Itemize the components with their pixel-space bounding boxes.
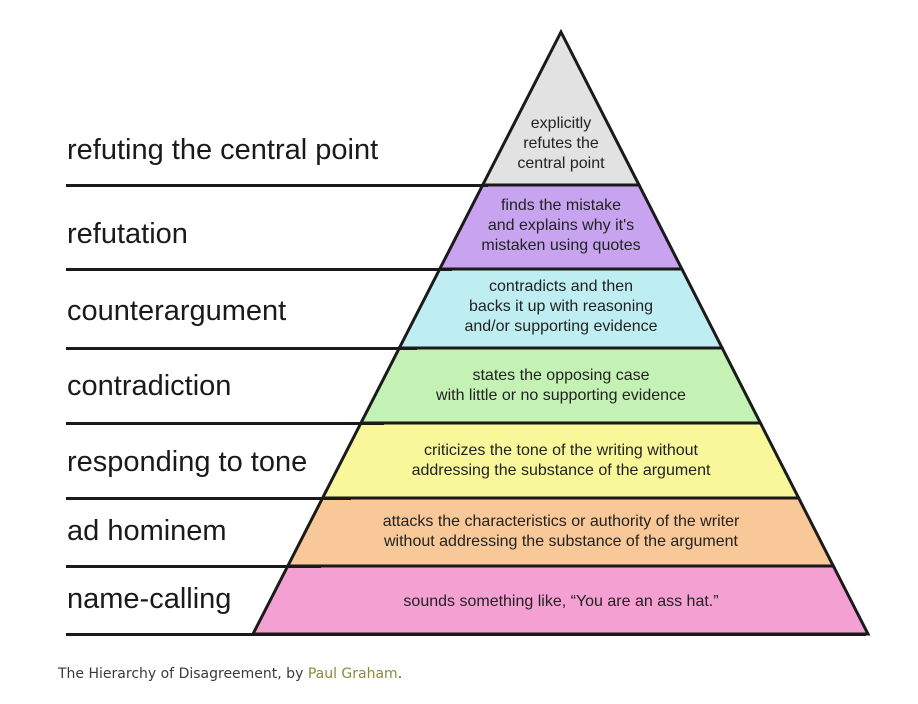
level-divider — [66, 268, 452, 271]
level-label-responding-to-tone: responding to tone — [67, 446, 308, 478]
level-divider — [66, 422, 384, 425]
figure-caption: The Hierarchy of Disagreement, by Paul G… — [58, 666, 402, 682]
level-description-responding-to-tone: criticizes the tone of the writing witho… — [411, 442, 711, 479]
level-divider — [66, 497, 351, 500]
level-description-refuting-central-point: explicitly refutes the central point — [517, 115, 605, 172]
level-description-refutation: finds the mistake and explains why it's … — [481, 197, 641, 254]
level-label-refuting-central-point: refuting the central point — [67, 134, 379, 166]
pyramid-band-name-calling — [250, 564, 871, 636]
level-divider — [66, 633, 866, 636]
level-divider — [66, 347, 417, 350]
level-label-refutation: refutation — [67, 218, 188, 250]
caption-title-link[interactable]: Hierarchy of Disagreement — [88, 666, 278, 682]
level-description-counterargument: contradicts and then backs it up with re… — [464, 278, 658, 335]
level-description-name-calling: sounds something like, “You are an ass h… — [403, 593, 719, 610]
level-divider — [66, 184, 488, 187]
caption-author-link[interactable]: Paul Graham — [307, 666, 398, 682]
caption-middle: , by — [277, 666, 308, 682]
level-description-ad-hominem: attacks the characteristics or authority… — [382, 513, 740, 550]
level-label-counterargument: counterargument — [67, 295, 287, 327]
caption-prefix: The — [58, 666, 89, 682]
level-label-contradiction: contradiction — [67, 370, 232, 402]
level-divider — [66, 565, 321, 568]
level-label-name-calling: name-calling — [67, 583, 232, 615]
level-description-contradiction: states the opposing case with little or … — [436, 367, 686, 404]
caption-suffix: . — [397, 666, 403, 682]
level-label-ad-hominem: ad hominem — [67, 515, 227, 547]
